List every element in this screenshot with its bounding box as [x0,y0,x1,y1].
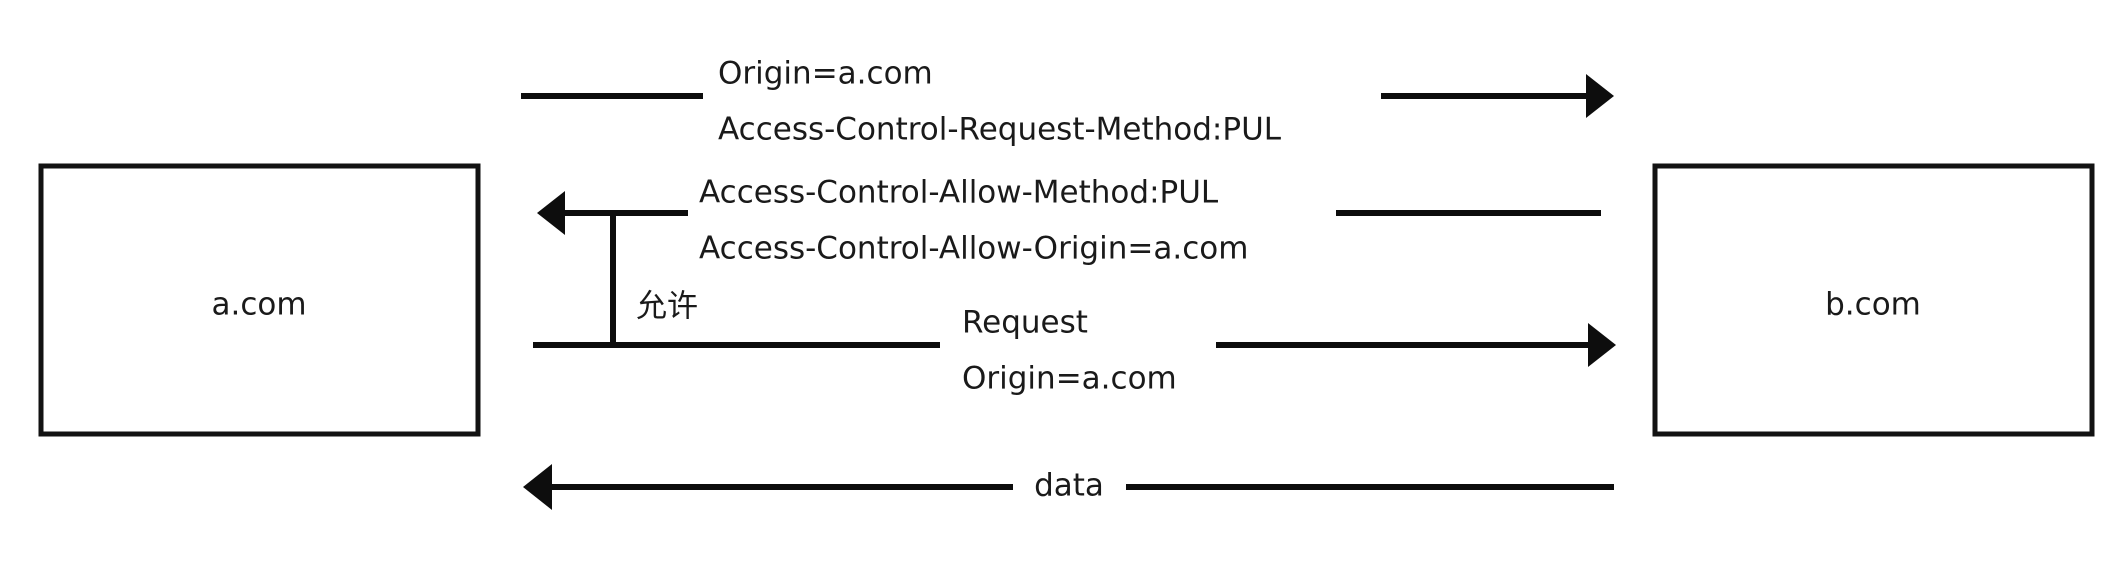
flow-preflight-request[interactable]: Origin=a.com Access-Control-Request-Meth… [521,56,1614,148]
left-node-label: a.com [211,287,306,323]
preflight-response-label-2: Access-Control-Allow-Origin=a.com [699,231,1248,267]
arrow-left-icon [523,464,552,510]
left-node-box [38,163,481,437]
right-node-label: b.com [1825,287,1921,323]
right-node-box [1652,163,2095,437]
actual-request-label-1: Request [962,305,1088,341]
arrow-right-icon [1588,323,1616,367]
flow-actual-request[interactable]: Request Origin=a.com [533,305,1616,397]
node-b-com[interactable]: b.com [1652,163,2095,437]
preflight-request-label-1: Origin=a.com [718,56,933,92]
preflight-request-label-2: Access-Control-Request-Method:PUL [718,112,1282,148]
node-a-com[interactable]: a.com [38,163,481,437]
flow-data-response[interactable]: data [523,464,1614,510]
allow-annotation-label: 允许 [636,289,698,325]
allow-branch-connector: 允许 [610,213,698,348]
arrow-right-icon [1586,74,1614,118]
flow-preflight-response[interactable]: Access-Control-Allow-Method:PUL Access-C… [537,175,1601,267]
preflight-response-label-1: Access-Control-Allow-Method:PUL [699,175,1219,211]
actual-request-label-2: Origin=a.com [962,361,1177,397]
arrow-left-icon [537,191,565,235]
data-response-label: data [1034,468,1104,504]
